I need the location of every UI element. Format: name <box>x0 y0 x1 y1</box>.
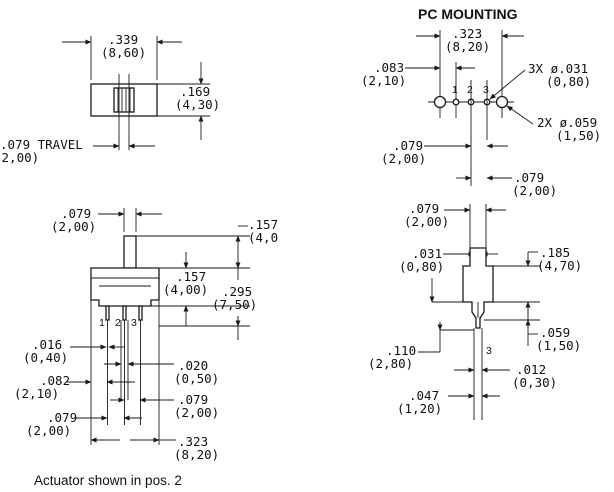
top-width-mm: (8,60) <box>101 45 146 60</box>
pc-mounting-view: PC MOUNTING .323 (8,20) .083 (2,10) 1 2 … <box>361 6 601 198</box>
pd-width-in: .079 <box>409 201 439 216</box>
side-view: .079 (2,00) 1 2 3 .157 (4,0 <box>14 206 278 462</box>
pin-profile <box>462 247 494 329</box>
pd-shoulder-in: .059 <box>540 325 570 340</box>
edge-pin-mm: (2,10) <box>14 386 59 401</box>
pcm-offset-mm: (2,10) <box>361 73 406 88</box>
top-actuator <box>113 87 135 113</box>
top-width-in: .339 <box>108 32 138 47</box>
pcm-pin-3: 3 <box>483 84 489 96</box>
pd-lead-mm: (2,80) <box>368 356 413 371</box>
act-height-in: .157 <box>248 217 278 232</box>
pd-width2-in: .047 <box>409 388 439 403</box>
act-width-mm: (2,00) <box>51 219 96 234</box>
hole-small-in: 3X ø.031 <box>528 61 588 76</box>
travel-mm: (2,00) <box>0 150 39 165</box>
top-height-in: .169 <box>180 84 210 99</box>
pitch2-in: .079 <box>47 410 77 425</box>
pcm-pin-2: 2 <box>467 84 473 96</box>
top-height-mm: (4,30) <box>175 97 220 112</box>
pd-neck-in: .031 <box>412 246 442 261</box>
overall-width-mm: (8,20) <box>174 447 219 462</box>
pitch-left-in: .079 <box>393 138 423 153</box>
pd-neck-mm: (0,80) <box>399 259 444 274</box>
pd-shoulder-mm: (1,50) <box>536 338 581 353</box>
side-pin-3: 3 <box>131 317 137 329</box>
edge-pin-in: .082 <box>40 373 70 388</box>
pcm-offset-in: .083 <box>374 60 404 75</box>
pd-thk-in: .012 <box>516 362 546 377</box>
pitch2-mm: (2,00) <box>26 423 71 438</box>
pin-thk-in: .016 <box>32 337 62 352</box>
side-pin-1: 1 <box>99 317 105 329</box>
caption: Actuator shown in pos. 2 <box>34 473 182 488</box>
pin-width-mm: (0,50) <box>174 371 219 386</box>
overall-height-in: .295 <box>222 284 252 299</box>
side-body <box>90 267 160 307</box>
overall-width-in: .323 <box>178 434 208 449</box>
pitch-mm: (2,00) <box>174 405 219 420</box>
pitch-right-mm: (2,00) <box>512 183 557 198</box>
travel-in: .079 TRAVEL <box>0 137 83 152</box>
hole-small-mm: (0,80) <box>546 74 591 89</box>
hole-large-in: 2X ø.059 <box>537 115 597 130</box>
mount-hole-left <box>433 95 447 109</box>
pin-detail-view: .079 (2,00) .031 (0,80) 3 .185 (4,70) .0… <box>368 201 582 420</box>
mount-hole-right <box>495 95 509 109</box>
pin-thk-mm: (0,40) <box>23 350 68 365</box>
side-pin-2: 2 <box>115 317 121 329</box>
overall-height-mm: (7,50) <box>212 297 257 312</box>
pc-mounting-title: PC MOUNTING <box>418 6 518 22</box>
pd-pin-label: 3 <box>486 345 492 357</box>
pitch-left-mm: (2,00) <box>381 151 426 166</box>
pitch-right-in: .079 <box>514 170 544 185</box>
pcm-span-in: .323 <box>452 26 482 41</box>
pcm-span-mm: (8,20) <box>445 39 490 54</box>
body-height-mm: (4,00) <box>163 282 208 297</box>
pd-head-in: .185 <box>540 245 570 260</box>
pcm-pin-1: 1 <box>452 84 458 96</box>
pd-width-mm: (2,00) <box>404 214 449 229</box>
pin-hole-1 <box>452 98 460 106</box>
pd-width2-mm: (1,20) <box>397 401 442 416</box>
body-height-in: .157 <box>176 269 206 284</box>
pd-head-mm: (4,70) <box>537 258 582 273</box>
act-width-in: .079 <box>61 206 91 221</box>
pitch-in: .079 <box>178 392 208 407</box>
pin-width-in: .020 <box>178 358 208 373</box>
pd-thk-mm: (0,30) <box>512 375 557 390</box>
side-actuator <box>123 235 137 269</box>
pd-lead-in: .110 <box>386 343 416 358</box>
hole-large-mm: (1,50) <box>556 128 601 143</box>
top-view: .339 (8,60) .169 (4,30) .079 TRAVEL (2,0… <box>0 32 220 165</box>
act-height-mm: (4,0 <box>248 230 278 245</box>
